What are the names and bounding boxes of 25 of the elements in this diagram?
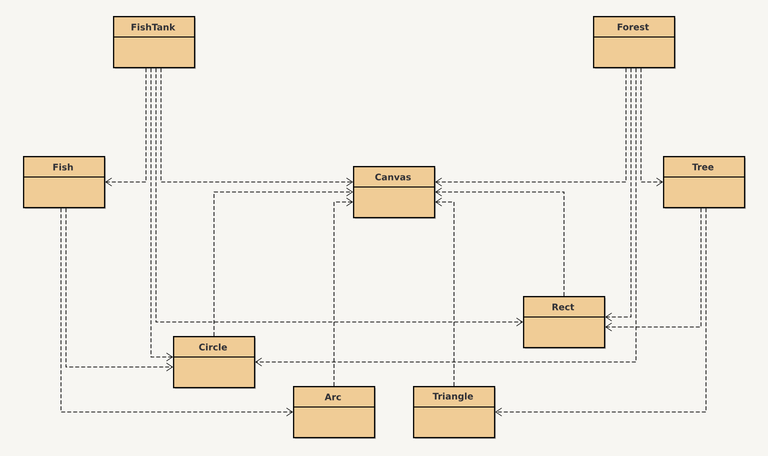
dependency-arrow xyxy=(156,68,523,326)
class-box: Triangle xyxy=(412,386,496,439)
dependency-arrow xyxy=(160,68,353,186)
dependency-arrow xyxy=(435,68,626,186)
class-box: Canvas xyxy=(352,166,436,219)
dependency-arrow xyxy=(60,208,293,416)
dependency-arrow xyxy=(605,208,702,332)
dependency-arrow xyxy=(214,188,353,336)
dependency-arrow xyxy=(640,68,663,186)
class-box: Arc xyxy=(292,386,376,439)
class-box: Circle xyxy=(172,336,256,389)
class-box: Fish xyxy=(22,156,106,209)
class-box: Forest xyxy=(592,16,676,69)
dependency-arrow xyxy=(66,208,173,372)
dependency-arrow xyxy=(105,68,146,186)
dependency-arrow xyxy=(150,68,173,362)
dependency-arrow xyxy=(435,188,564,296)
dependency-arrow xyxy=(435,198,454,386)
dependency-arrow xyxy=(495,208,706,416)
class-box: FishTank xyxy=(112,16,196,69)
class-box: Tree xyxy=(662,156,746,209)
class-box: Rect xyxy=(522,296,606,349)
dependency-arrow xyxy=(255,68,636,366)
dependency-arrow xyxy=(334,198,353,386)
dependency-arrow xyxy=(605,68,632,322)
